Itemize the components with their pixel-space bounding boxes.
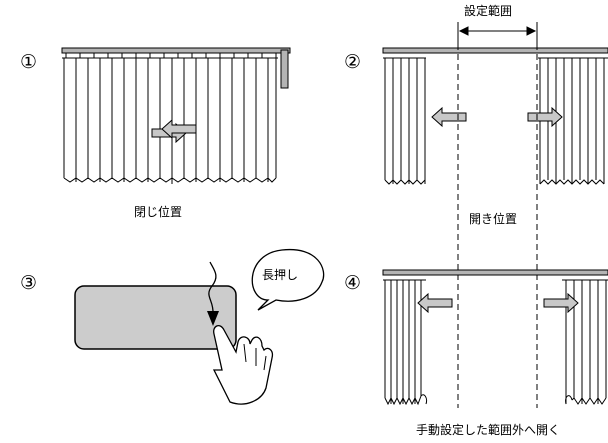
closed-position-label: 閉じ位置 [134,205,183,219]
step-marker-3: ③ [20,272,38,294]
remote-button [74,285,237,350]
range-guide-lines [457,44,538,408]
long-press-label: 長押し [262,268,299,282]
hand-finger-lines [243,343,267,371]
rail-end-cap [280,49,289,89]
open-curtain-left-outside [383,279,427,406]
panel-2-open [382,47,608,185]
arrow-right-icon [543,292,579,314]
speech-bubble-icon [251,248,325,311]
arrow-left-icon [161,118,197,140]
step-marker-4: ④ [344,272,362,294]
curtain-rail-icon [61,47,291,54]
arrow-right-icon [527,106,563,128]
panel-3-long-press [74,248,325,405]
open-position-label: 開き位置 [468,212,519,226]
press-arrow [208,261,217,315]
curtain-rail-icon [382,47,608,54]
press-arrowhead [207,311,219,326]
arrow-left-icon [417,292,453,314]
open-curtain-left [383,57,426,185]
hand-pointer-icon [212,325,274,405]
panel-4-manual-open [382,269,608,406]
closed-curtain [62,57,278,184]
open-curtain-right-outside [562,279,608,405]
manual-open-outside-label: 手動設定した範囲外へ開く [416,423,561,437]
setting-range-indicator [457,22,538,44]
panel-1-closed [61,47,291,184]
setting-range-label: 設定範囲 [464,4,513,18]
arrow-left-icon [431,106,467,128]
step-marker-1: ① [20,51,38,73]
rail-hooks-1 [65,53,277,58]
curtain-rail-icon [382,269,608,276]
step-marker-2: ② [344,51,362,73]
